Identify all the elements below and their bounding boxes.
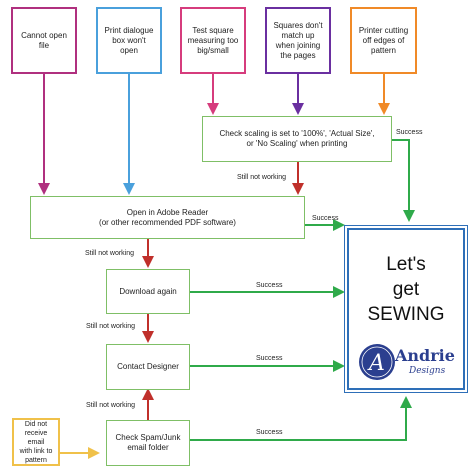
label-still-not-working-download: Still not working: [86, 323, 136, 330]
problem-no-email: Did not receive email with link to patte…: [12, 418, 60, 466]
step-label: Open in Adobe Reader (or other recommend…: [99, 207, 236, 227]
brand-sub: Designs: [409, 366, 446, 376]
arrow-spam-success: [190, 396, 412, 441]
step-contact-designer: Contact Designer: [106, 344, 190, 390]
step-check-scaling: Check scaling is set to '100%', 'Actual …: [202, 116, 392, 162]
problem-print-dialogue: Print dialogue box won't open: [96, 7, 162, 74]
label-still-not-working-scaling: Still not working: [237, 174, 287, 181]
label-still-not-working-reader: Still not working: [85, 250, 135, 257]
brand-name: Andrie: [395, 346, 455, 365]
label-still-not-working-spam: Still not working: [86, 402, 136, 409]
brand-mark-icon: A: [359, 344, 395, 380]
problem-cannot-open: Cannot open file: [11, 7, 77, 74]
result-heading: Let's get SEWING: [367, 254, 445, 325]
label-success-scaling: Success: [396, 129, 423, 136]
problem-label: Cannot open file: [21, 30, 67, 50]
step-download-again: Download again: [106, 269, 190, 314]
problem-printer-cutting: Printer cutting off edges of pattern: [350, 7, 417, 74]
label-success-download: Success: [256, 282, 283, 289]
label-success-contact: Success: [256, 355, 283, 362]
label-success-reader: Success: [312, 215, 339, 222]
result-box: Let's get SEWING A Andrie Designs: [344, 225, 468, 393]
step-label: Download again: [119, 286, 177, 296]
step-label: Contact Designer: [117, 362, 179, 371]
problem-label: Squares don't match up when joining the …: [273, 20, 323, 60]
problem-label: Did not receive email with link to patte…: [19, 420, 53, 464]
brand-initial: A: [367, 351, 385, 376]
brand-logo: A Andrie Designs: [357, 342, 457, 386]
arrow-scaling-success: [392, 139, 415, 222]
problem-label: Test square measuring too big/small: [187, 25, 239, 55]
problem-test-square: Test square measuring too big/small: [180, 7, 246, 74]
problem-label: Print dialogue box won't open: [104, 25, 154, 55]
label-success-spam: Success: [256, 429, 283, 436]
step-label: Check scaling is set to '100%', 'Actual …: [219, 129, 375, 148]
problem-squares-match: Squares don't match up when joining the …: [265, 7, 331, 74]
problem-label: Printer cutting off edges of pattern: [358, 25, 409, 55]
step-open-reader: Open in Adobe Reader (or other recommend…: [30, 196, 305, 239]
step-label: Check Spam/Junk email folder: [115, 433, 181, 452]
step-check-spam: Check Spam/Junk email folder: [106, 420, 190, 466]
